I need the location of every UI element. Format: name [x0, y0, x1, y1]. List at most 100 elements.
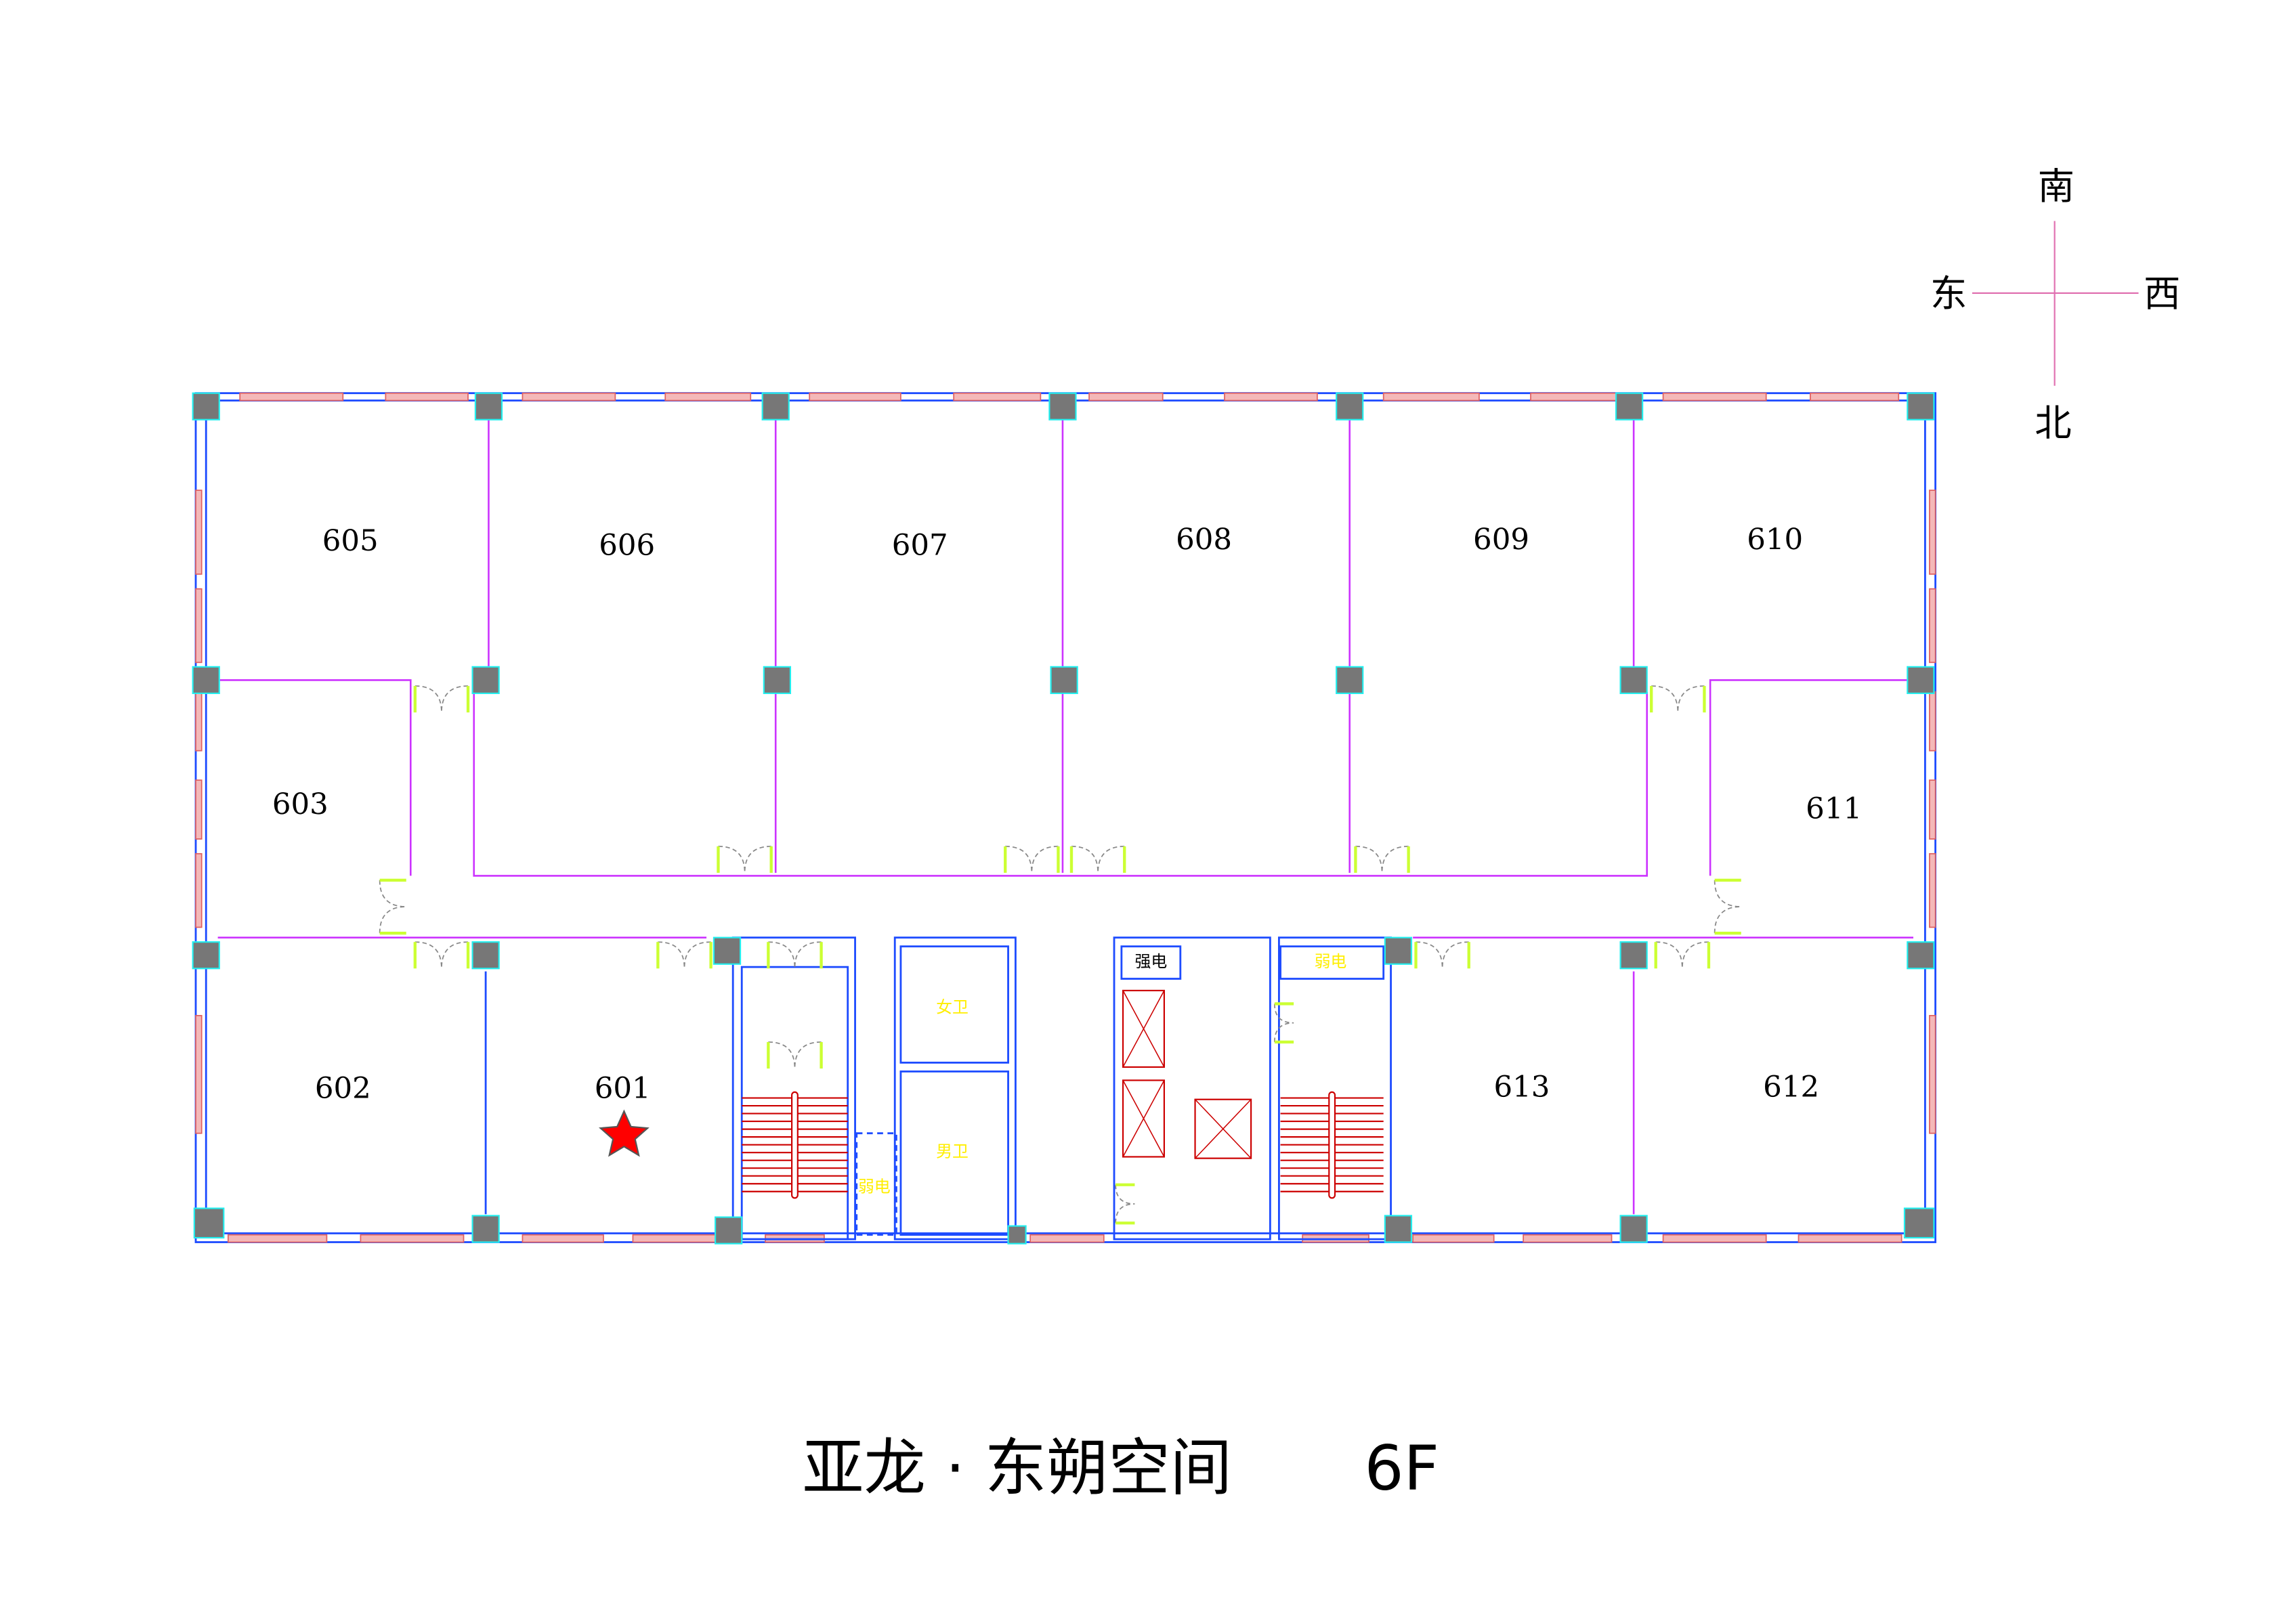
door [1354, 846, 1410, 873]
door [1115, 1183, 1135, 1225]
column [1050, 666, 1078, 695]
window [953, 392, 1042, 402]
column [1384, 1215, 1413, 1243]
column [713, 936, 742, 965]
room-611: 611 [1806, 792, 1862, 826]
room-602: 602 [315, 1072, 371, 1106]
window [1382, 392, 1480, 402]
room-606: 606 [599, 529, 655, 563]
column [763, 666, 792, 695]
column [192, 941, 220, 970]
column [761, 392, 790, 420]
column [471, 666, 500, 695]
window [195, 588, 203, 664]
label-strong-power: 强电 [1134, 952, 1167, 971]
room-612: 612 [1763, 1070, 1819, 1104]
label-womens-wc: 女卫 [936, 998, 969, 1017]
compass: 南 北 东 西 [1930, 165, 2180, 445]
window [522, 1234, 604, 1243]
column [193, 1207, 225, 1239]
window [632, 1234, 722, 1243]
door [767, 941, 823, 969]
window [195, 1014, 203, 1134]
window [195, 490, 203, 575]
door [1654, 941, 1711, 969]
compass-north: 北 [2035, 402, 2071, 445]
column [1384, 936, 1413, 965]
door [413, 685, 470, 713]
door [1414, 941, 1470, 969]
window [1412, 1234, 1495, 1243]
column [1007, 1225, 1027, 1245]
room-607: 607 [892, 529, 948, 563]
window [1929, 691, 1936, 752]
doors [379, 685, 1741, 1225]
door [767, 1041, 823, 1069]
column [471, 941, 500, 970]
door [413, 941, 470, 969]
core [731, 936, 1392, 1240]
window [1029, 1234, 1105, 1243]
location-star-icon [598, 1109, 650, 1157]
label-weak-power-left: 弱电 [858, 1177, 891, 1196]
room-labels: 605 606 607 608 609 610 603 611 602 601 … [272, 523, 1862, 1196]
window [1088, 392, 1164, 402]
door [1650, 685, 1706, 713]
room-605: 605 [322, 524, 379, 558]
stair-handrail [1328, 1091, 1336, 1199]
window [239, 392, 344, 402]
weak-power-room-right [1279, 945, 1385, 980]
outer-walls [194, 392, 1937, 1243]
door [1069, 846, 1126, 873]
weak-power-room-left [855, 1132, 897, 1236]
window [195, 852, 203, 928]
window [664, 392, 752, 402]
window [227, 1234, 328, 1243]
window [1224, 392, 1318, 402]
column [1336, 392, 1364, 420]
compass-west: 西 [2144, 272, 2180, 315]
window [1523, 1234, 1613, 1243]
window [1929, 779, 1936, 840]
womens-wc [899, 945, 1009, 1064]
window [385, 392, 469, 402]
door [1274, 1002, 1294, 1044]
label-mens-wc: 男卫 [936, 1142, 969, 1161]
window [1929, 852, 1936, 928]
columns [192, 392, 1935, 1245]
window [1798, 1234, 1902, 1243]
room-601: 601 [595, 1072, 651, 1106]
column [1048, 392, 1077, 420]
door [656, 941, 713, 969]
room-613: 613 [1493, 1070, 1550, 1104]
room-609: 609 [1473, 523, 1529, 557]
mens-wc [899, 1071, 1009, 1236]
window [360, 1234, 465, 1243]
window [195, 779, 203, 840]
compass-south: 南 [2038, 165, 2075, 208]
column [1619, 666, 1648, 695]
window [1810, 392, 1900, 402]
building-title: 亚龙 · 东朔空间 [802, 1432, 1232, 1505]
door [1714, 878, 1741, 935]
partitions [217, 419, 1913, 1215]
window [1530, 392, 1620, 402]
window [1662, 392, 1767, 402]
column [1907, 666, 1935, 695]
column [1903, 1207, 1935, 1239]
window [1929, 1014, 1936, 1134]
column [1907, 941, 1935, 970]
column [1615, 392, 1644, 420]
column [471, 1215, 500, 1243]
window [1662, 1234, 1767, 1243]
column [192, 392, 220, 420]
room-603: 603 [272, 787, 328, 821]
door [717, 846, 773, 873]
column [715, 1216, 743, 1245]
column [1619, 1215, 1648, 1243]
door [379, 878, 406, 935]
column [1619, 941, 1648, 970]
column [474, 392, 503, 420]
window [522, 392, 616, 402]
